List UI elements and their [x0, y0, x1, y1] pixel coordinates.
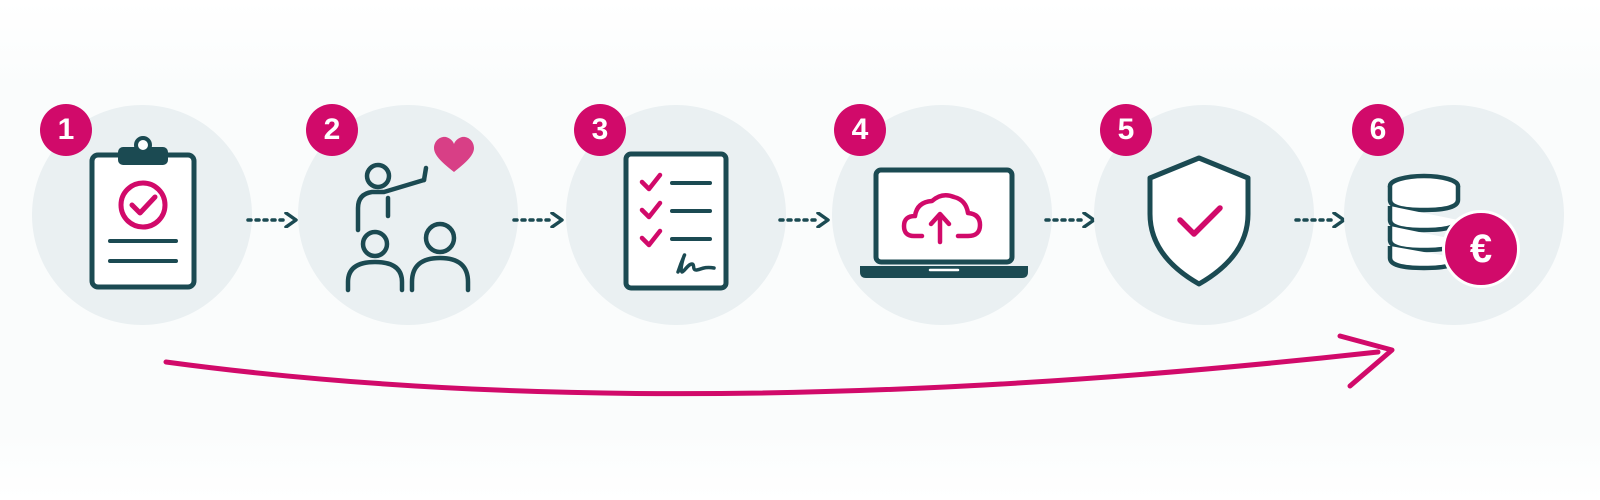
euro-symbol: € — [1469, 227, 1493, 271]
step-2-badge: 2 — [306, 104, 358, 156]
step-4-badge: 4 — [834, 104, 886, 156]
step-1-badge: 1 — [40, 104, 92, 156]
shield-check-icon — [1144, 154, 1254, 290]
step-5-badge: 5 — [1100, 104, 1152, 156]
laptop-cloud-upload-icon — [856, 166, 1032, 282]
step-connector-1-2 — [246, 212, 304, 228]
signed-checklist-icon — [622, 150, 732, 295]
step-6-badge: 6 — [1352, 104, 1404, 156]
euro-coin: € — [1442, 210, 1520, 288]
step-connector-2-3 — [512, 212, 570, 228]
team-heart-icon — [340, 136, 490, 298]
coins-euro-icon — [1384, 172, 1524, 292]
progress-arrow — [150, 320, 1440, 430]
clipboard-check-icon — [86, 135, 204, 295]
step-3-badge: 3 — [574, 104, 626, 156]
step-connector-3-4 — [778, 212, 836, 228]
